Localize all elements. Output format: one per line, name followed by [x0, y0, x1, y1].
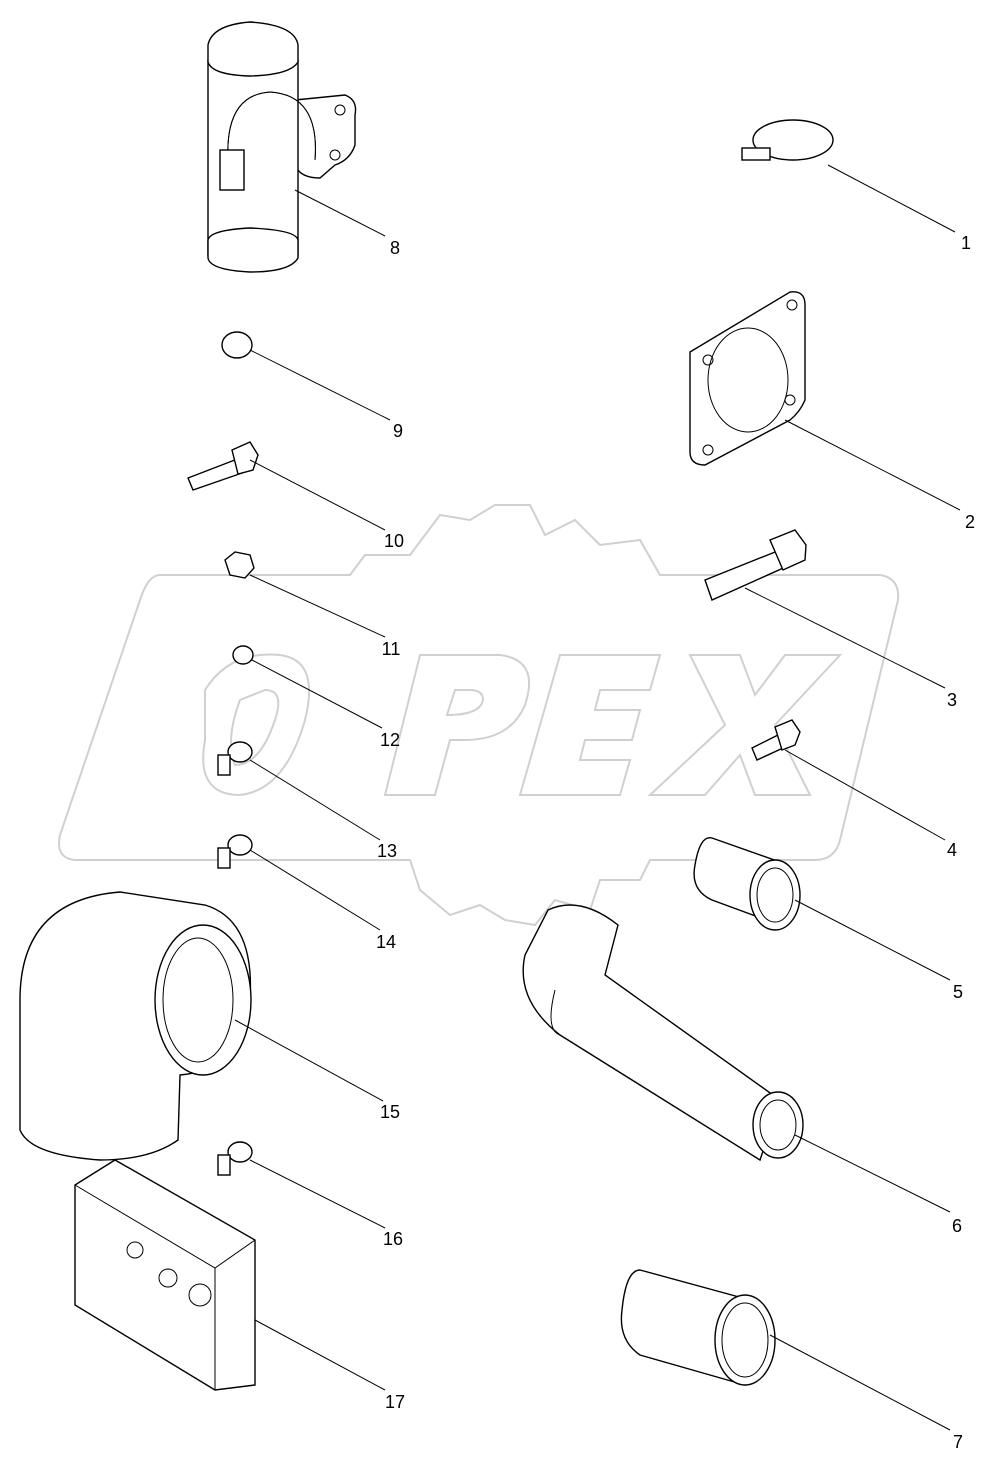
leader-line-2 [784, 419, 961, 511]
part-14-clamp [217, 834, 253, 869]
part-6-bent-pipe [522, 904, 804, 1162]
part-11-nut [224, 551, 255, 579]
callout-label-9: 9 [393, 421, 403, 441]
leader-line-13 [249, 759, 381, 841]
part-8-filter-housing [207, 21, 357, 273]
callout-label-10: 10 [384, 531, 404, 551]
leader-line-14 [249, 849, 381, 931]
callout-label-7: 7 [953, 1432, 963, 1452]
callout-label-15: 15 [380, 1102, 400, 1122]
part-16-clamp [217, 1141, 253, 1176]
part-15-elbow [19, 891, 252, 1161]
callout-label-17: 17 [385, 1392, 405, 1412]
leader-line-6 [794, 1134, 951, 1213]
leader-line-3 [744, 587, 946, 689]
leader-line-11 [249, 574, 386, 638]
leader-line-9 [249, 349, 391, 421]
callout-label-2: 2 [965, 512, 975, 532]
leader-line-16 [249, 1159, 386, 1229]
callout-label-12: 12 [380, 730, 400, 750]
leader-line-4 [784, 749, 946, 841]
part-1-hose-clamp [741, 119, 834, 161]
part-10-bolt [187, 441, 259, 491]
leader-line-8 [294, 189, 386, 237]
leader-line-5 [794, 899, 951, 981]
callout-label-6: 6 [952, 1216, 962, 1236]
leader-line-12 [251, 659, 383, 729]
leader-line-15 [234, 1019, 384, 1102]
leader-line-1 [827, 164, 956, 233]
part-17-bracket [74, 1159, 256, 1391]
callout-label-16: 16 [383, 1229, 403, 1249]
opex-watermark-logo [58, 504, 900, 927]
part-2-gasket [689, 291, 806, 466]
callout-label-14: 14 [376, 932, 396, 952]
callout-label-1: 1 [961, 233, 971, 253]
callout-label-4: 4 [947, 840, 957, 860]
leader-line-10 [249, 459, 386, 531]
callout-label-5: 5 [953, 982, 963, 1002]
part-7-sleeve [620, 1269, 776, 1386]
part-13-clamp [217, 741, 253, 776]
callout-label-13: 13 [377, 841, 397, 861]
part-5-sleeve [693, 837, 801, 931]
part-9-washer [221, 331, 253, 359]
part-12-washer [232, 645, 254, 665]
part-3-bolt [704, 529, 807, 601]
callout-label-3: 3 [947, 690, 957, 710]
part-4-bolt [751, 719, 801, 761]
callout-label-11: 11 [382, 639, 401, 659]
leader-line-7 [769, 1334, 951, 1431]
callout-label-8: 8 [390, 238, 400, 258]
leader-line-17 [254, 1319, 386, 1391]
